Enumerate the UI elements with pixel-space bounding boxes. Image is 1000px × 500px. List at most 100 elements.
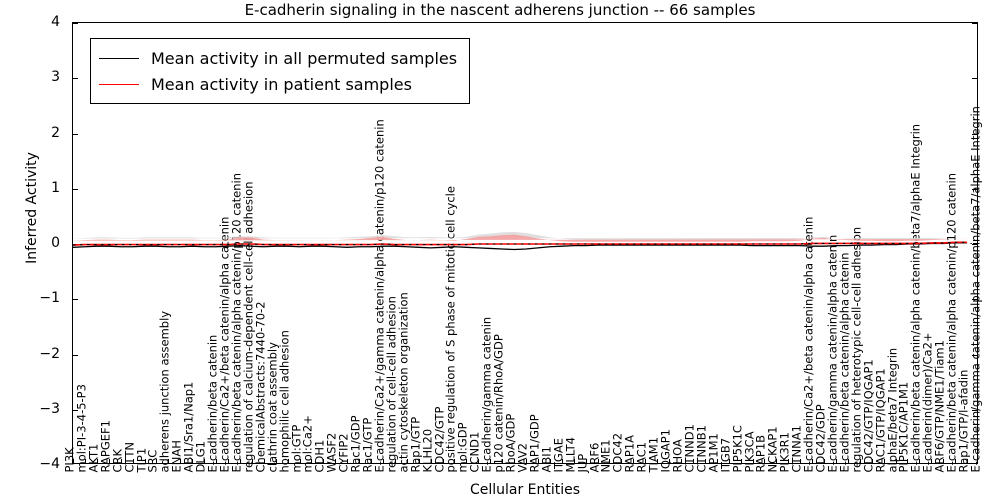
x-tick-mark	[907, 459, 909, 463]
x-tick-mark	[478, 459, 480, 463]
x-tick-mark	[263, 459, 265, 463]
x-tick-mark	[704, 459, 706, 463]
legend-label-permuted: Mean activity in all permuted samples	[151, 48, 458, 68]
x-tick-mark	[108, 459, 110, 463]
y-tick-mark	[73, 354, 78, 356]
x-tick-mark	[156, 459, 158, 463]
x-tick-mark	[824, 459, 826, 463]
y-tick-mark	[73, 133, 78, 135]
x-tick-mark	[847, 459, 849, 463]
x-tick-mark	[585, 459, 587, 463]
x-tick-mark	[120, 459, 122, 463]
x-tick-mark	[287, 459, 289, 463]
x-tick-mark	[239, 459, 241, 463]
x-tick-mark	[347, 459, 349, 463]
x-tick-mark	[597, 459, 599, 463]
x-tick-mark	[216, 459, 218, 463]
x-tick-mark	[895, 459, 897, 463]
x-tick-mark	[192, 459, 194, 463]
x-tick-mark	[716, 459, 718, 463]
chart-title: E-cadherin signaling in the nascent adhe…	[244, 1, 756, 19]
x-tick-mark	[180, 459, 182, 463]
y-tick-label: 2	[51, 124, 60, 141]
x-tick-mark	[859, 459, 861, 463]
x-tick-mark	[466, 459, 468, 463]
y-tick-label: 1	[51, 179, 60, 196]
x-tick-mark	[537, 459, 539, 463]
y-tick-mark	[73, 23, 78, 24]
x-tick-mark	[394, 459, 396, 463]
x-tick-mark	[573, 459, 575, 463]
y-tick-label: 3	[51, 69, 60, 86]
y-tick-mark	[972, 133, 977, 135]
x-tick-mark	[73, 459, 74, 463]
x-tick-mark	[430, 459, 432, 463]
x-tick-mark	[812, 459, 814, 463]
x-tick-mark	[144, 459, 146, 463]
x-tick-mark	[227, 459, 229, 463]
y-tick-label: −3	[39, 400, 60, 417]
x-tick-mark	[418, 459, 420, 463]
x-tick-mark	[919, 459, 921, 463]
x-tick-mark	[680, 459, 682, 463]
x-tick-mark	[943, 459, 945, 463]
x-tick-mark	[835, 459, 837, 463]
x-tick-mark	[609, 459, 611, 463]
chart-legend: Mean activity in all permuted samples Me…	[90, 38, 471, 104]
x-tick-mark	[883, 459, 885, 463]
y-tick-mark	[972, 299, 977, 301]
y-tick-label: −2	[39, 345, 60, 362]
y-tick-mark	[972, 354, 977, 356]
legend-item-permuted: Mean activity in all permuted samples	[99, 45, 457, 71]
x-tick-mark	[299, 459, 301, 463]
x-tick-mark	[442, 459, 444, 463]
y-tick-label: 0	[51, 235, 60, 251]
x-tick-mark	[728, 459, 730, 463]
x-tick-mark	[740, 459, 742, 463]
x-tick-mark	[788, 459, 790, 463]
y-tick-mark	[972, 23, 977, 24]
y-tick-label: −4	[39, 456, 60, 472]
x-tick-mark	[275, 459, 277, 463]
x-tick-mark	[382, 459, 384, 463]
y-tick-mark	[73, 188, 78, 190]
legend-label-patient: Mean activity in patient samples	[151, 74, 412, 94]
x-tick-mark	[84, 459, 86, 463]
y-tick-mark	[972, 409, 977, 411]
x-tick-mark	[657, 459, 659, 463]
x-tick-mark	[645, 459, 647, 463]
x-tick-mark	[967, 459, 969, 463]
x-tick-mark	[502, 459, 504, 463]
patient-mean-line-markers	[73, 241, 968, 246]
x-tick-mark	[549, 459, 551, 463]
x-tick-mark	[311, 459, 313, 463]
x-tick-mark	[454, 459, 456, 463]
x-tick-mark	[931, 459, 933, 463]
x-tick-mark	[776, 459, 778, 463]
y-tick-mark	[972, 78, 977, 80]
x-tick-mark	[251, 459, 253, 463]
x-tick-mark	[96, 459, 98, 463]
legend-item-patient: Mean activity in patient samples	[99, 71, 457, 97]
x-tick-mark	[323, 459, 325, 463]
patient-confidence-band	[73, 234, 968, 242]
legend-line-permuted	[99, 57, 139, 59]
x-tick-mark	[621, 459, 623, 463]
x-tick-mark	[871, 459, 873, 463]
data-layer	[73, 231, 968, 251]
x-tick-mark	[526, 459, 527, 463]
x-tick-mark	[764, 459, 766, 463]
x-tick-mark	[204, 459, 206, 463]
x-tick-mark	[955, 459, 957, 463]
x-tick-mark	[752, 459, 754, 463]
y-tick-label: 4	[51, 14, 60, 30]
y-tick-mark	[73, 78, 78, 80]
x-tick-mark	[490, 459, 492, 463]
y-tick-mark	[972, 244, 977, 245]
y-tick-mark	[73, 409, 78, 411]
x-tick-mark	[561, 459, 563, 463]
x-tick-mark	[371, 459, 373, 463]
permuted-mean-line	[73, 242, 968, 251]
